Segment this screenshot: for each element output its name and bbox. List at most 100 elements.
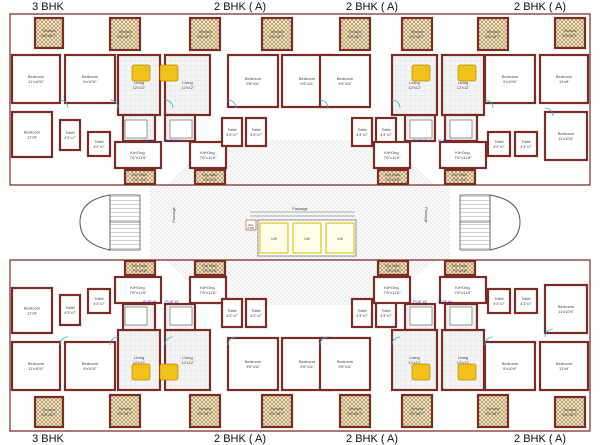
- lift-1: [259, 222, 289, 254]
- room-name-label: Toilet: [227, 308, 237, 313]
- room-name-label: Toilet: [494, 296, 504, 301]
- room-size-label: 11'x9': [27, 311, 37, 316]
- apartment-wings: Terrace6'6"x8'7"Bedroom11'x10'6"Bedroom9…: [9, 13, 591, 432]
- lower-wedge: [165, 260, 435, 305]
- room-size-label: 7'6"x11'6": [454, 155, 472, 160]
- room-name-label: Dry Balc.: [385, 263, 401, 268]
- room-size-label: 9'x10'6": [503, 79, 517, 84]
- room-size-label: 6'6"x8'7": [269, 411, 285, 416]
- sofa: [131, 64, 151, 82]
- room-size-label: 7'6"x3'6": [385, 268, 401, 273]
- room-name-label: Toilet: [65, 130, 75, 135]
- room-size-label: 7'6"x3'6": [452, 268, 468, 273]
- door-swing: [164, 336, 174, 346]
- room-size-label: 4'3"x7': [356, 132, 368, 137]
- room-size-label: 7'6"x11'6": [454, 290, 472, 295]
- room-name-label: Terrace: [563, 28, 577, 33]
- room-size-label: 6'6"x8'7": [269, 34, 285, 39]
- lower-kitchen-1: Kit+Dng.7'6"x11'6": [113, 275, 163, 305]
- room-name-label: Bedroom: [24, 306, 41, 311]
- room-name-label: Bedroom: [556, 361, 573, 366]
- room-name-label: Bedroom: [558, 304, 575, 309]
- room-size-label: 4'3"x7': [93, 301, 105, 306]
- flat-label: FLAT #4: [438, 139, 451, 143]
- lift-3: [325, 222, 355, 254]
- room-name-label: Kit+Dng.: [455, 150, 470, 155]
- room-name-label: Living: [134, 80, 144, 85]
- room-size-label: 9'x10'6": [503, 366, 517, 371]
- lift-core: Lift Lift Lift Duct O.H.D.: [245, 219, 357, 257]
- room-size-label: 7'6"x3'6": [202, 177, 218, 182]
- room-size-label: 6'6"x8'7": [41, 412, 57, 417]
- door-swing: [391, 336, 401, 346]
- door-swing: [59, 336, 69, 346]
- room-size-label: 6'6"x8'7": [347, 411, 363, 416]
- room-name-label: Dry Balc.: [132, 172, 148, 177]
- passage-label-left: Passage: [171, 206, 176, 222]
- room-size-label: 4'3"x7': [380, 313, 392, 318]
- room-name-label: Toilet: [357, 127, 367, 132]
- door-swing: [227, 99, 237, 109]
- room-name-label: Terrace: [486, 406, 500, 411]
- room-size-label: 9'x10'6": [83, 79, 97, 84]
- room-name-label: Bedroom: [556, 74, 573, 79]
- sofa: [159, 363, 179, 381]
- room-size-label: 7'6"x3'6": [452, 177, 468, 182]
- room-name-label: Bedroom: [245, 76, 262, 81]
- lift-2: [292, 222, 322, 254]
- passage-label: Passage: [292, 206, 308, 211]
- room-name-label: Dry Balc.: [202, 172, 218, 177]
- room-name-label: Toilet: [94, 296, 104, 301]
- door-swing: [544, 328, 554, 338]
- room-name-label: Bedroom: [24, 130, 41, 135]
- flat-label: FLAT #1: [143, 300, 156, 304]
- room-name-label: Terrace: [563, 407, 577, 412]
- lower-kitchen-4: Kit+Dng.7'6"x11'6": [438, 275, 488, 305]
- room-size-label: 6'6"x8'7": [117, 411, 133, 416]
- header-top-2: 2 BHK ( A): [214, 1, 266, 13]
- right-staircase: [459, 194, 521, 251]
- room-name-label: Living: [134, 355, 144, 360]
- room-size-label: 7'6"x11'6": [129, 290, 147, 295]
- room-size-label: 6'6"x8'7": [41, 33, 57, 38]
- room-name-label: Terrace: [270, 406, 284, 411]
- room-size-label: 6'6"x8'7": [117, 34, 133, 39]
- room-name-label: Terrace: [42, 28, 56, 33]
- room-size-label: 9'6"x11': [338, 364, 352, 369]
- room-size-label: 12'x12': [181, 360, 194, 365]
- room-size-label: 12'x12': [457, 360, 470, 365]
- room-name-label: Dry Balc.: [132, 263, 148, 268]
- room-name-label: Terrace: [486, 29, 500, 34]
- lower-dry-balc-2: Dry Balc.7'6"x3'6": [193, 259, 227, 277]
- room-name-label: Bedroom: [337, 76, 354, 81]
- room-name-label: Kit+Dng.: [455, 285, 470, 290]
- left-staircase: [79, 194, 141, 251]
- room-size-label: 11'x10'6": [28, 79, 44, 84]
